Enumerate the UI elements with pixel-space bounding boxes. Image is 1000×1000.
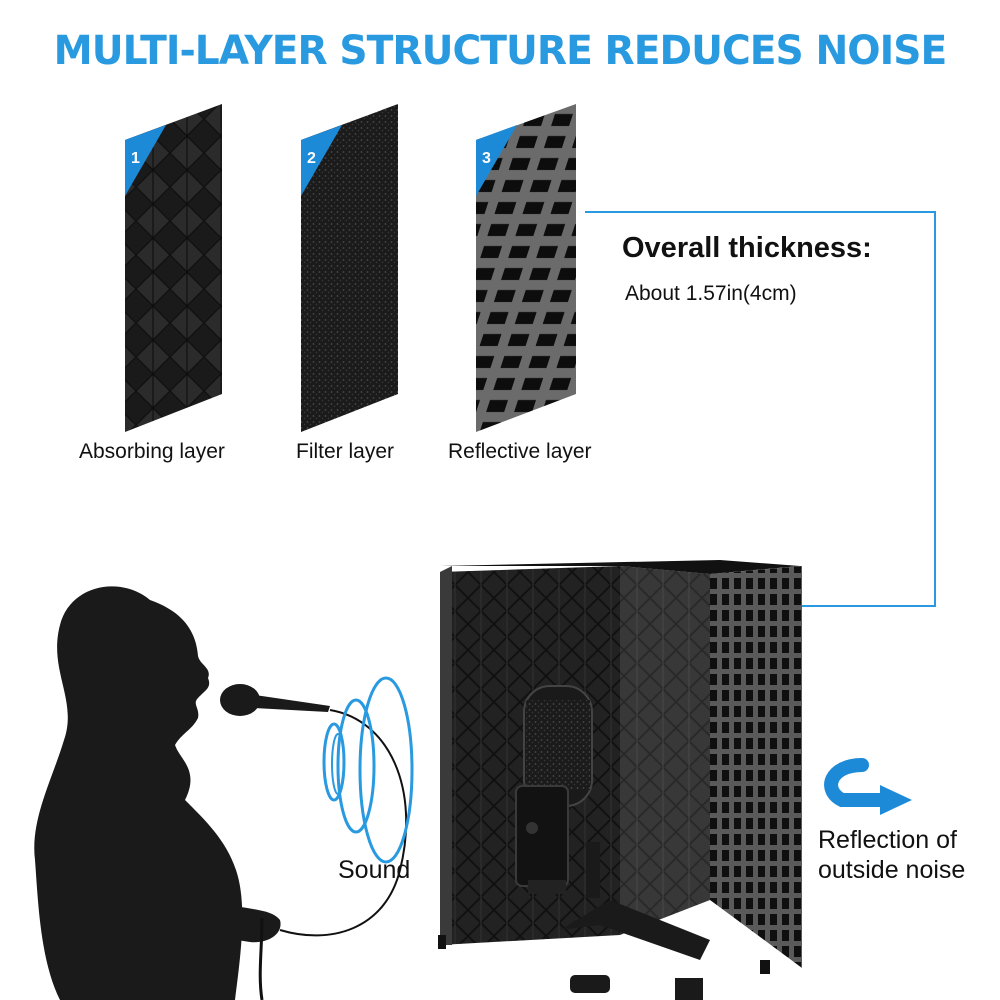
reflection-label-line2: outside noise	[818, 856, 966, 884]
sound-label: Sound	[338, 856, 411, 884]
reflection-shield	[438, 560, 802, 974]
thickness-value: About 1.57in(4cm)	[625, 282, 797, 305]
reflection-label-line1: Reflection of	[818, 826, 957, 854]
badge-3	[476, 125, 517, 196]
handheld-microphone	[220, 684, 408, 1000]
badge-number-3: 3	[482, 150, 491, 167]
badge-number-2: 2	[307, 150, 316, 167]
absorbing-layer-panel	[125, 104, 222, 432]
absorbing-layer-caption: Absorbing layer	[79, 440, 225, 463]
thickness-title: Overall thickness:	[622, 232, 872, 264]
connector-line	[585, 211, 936, 607]
reflection-arrow-icon	[824, 758, 912, 815]
badge-2	[301, 125, 342, 196]
sound-waves	[322, 676, 414, 864]
headline: MULTI-LAYER STRUCTURE REDUCES NOISE	[53, 28, 948, 74]
condenser-microphone	[515, 685, 710, 1000]
filter-layer-panel	[301, 104, 398, 432]
badge-number-1: 1	[131, 150, 140, 167]
reflective-layer-panel	[476, 104, 576, 432]
reflective-layer-caption: Reflective layer	[448, 440, 592, 463]
singer-silhouette	[34, 586, 281, 1000]
badge-1	[125, 125, 166, 196]
filter-layer-caption: Filter layer	[296, 440, 395, 463]
